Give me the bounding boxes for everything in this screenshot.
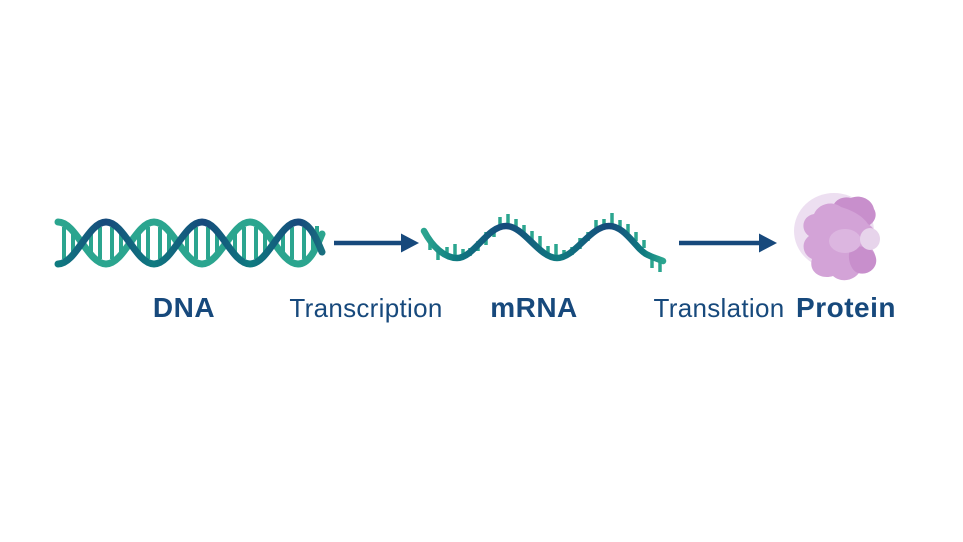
dna-label: DNA	[152, 292, 216, 323]
mrna-base-ticks	[428, 213, 662, 272]
mrna-label: mRNA	[490, 292, 578, 323]
protein-label: Protein	[796, 292, 896, 323]
protein-blob-icon	[794, 193, 880, 281]
mrna-strand-curve	[420, 222, 667, 265]
dna-strand-green	[54, 218, 326, 268]
translation-label: Translation	[653, 293, 785, 323]
dna-double-helix-icon	[54, 218, 326, 268]
dna-strand-dark	[54, 218, 326, 268]
mrna-strand-icon	[420, 213, 667, 272]
transcription-arrow right-arrow-icon	[334, 233, 419, 253]
translation-arrow right-arrow-icon	[679, 233, 777, 253]
dna-base-pair-rungs	[62, 226, 319, 259]
transcription-label: Transcription	[289, 293, 443, 323]
